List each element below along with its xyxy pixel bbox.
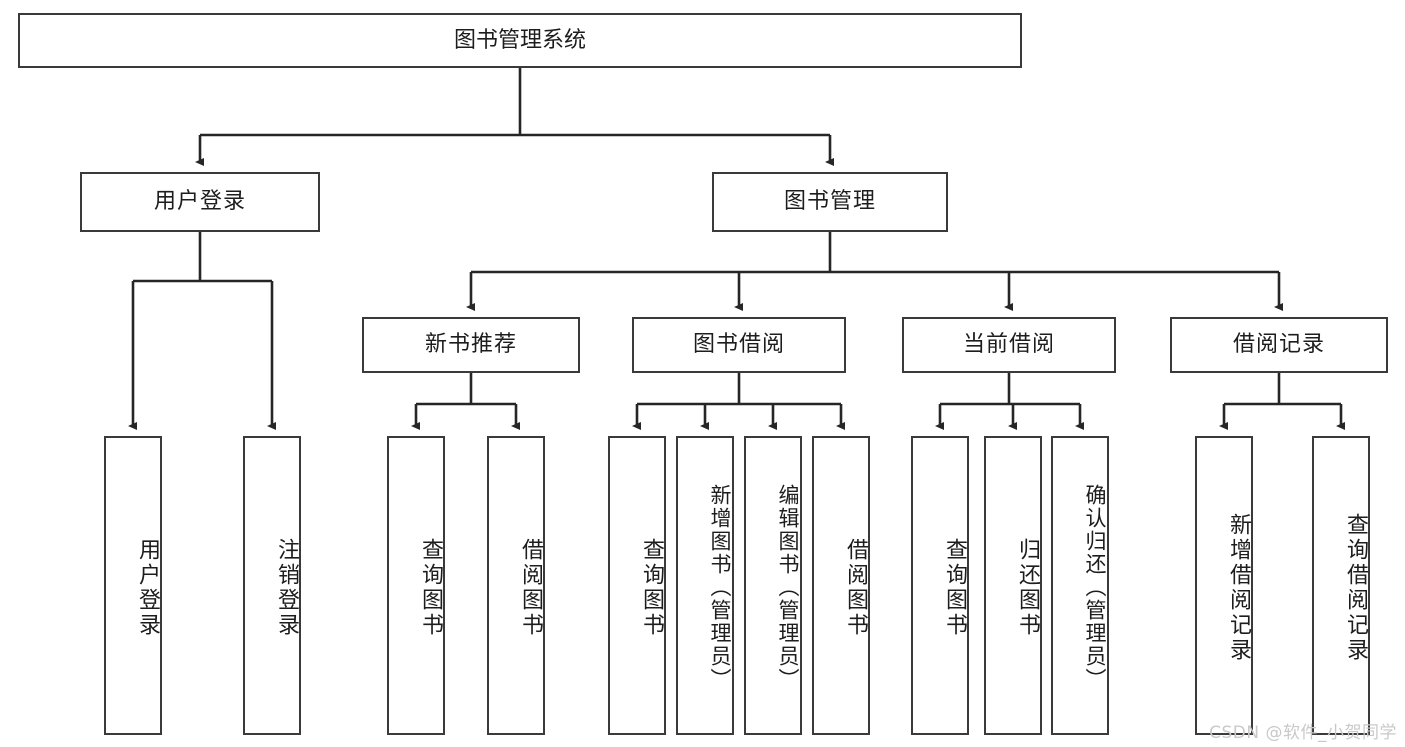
- node-book-borrow[interactable]: 图书借阅: [632, 317, 846, 373]
- node-leaf-borrow-book[interactable]: 借阅图书: [812, 436, 870, 735]
- watermark: CSDN @软件_小贺同学: [1209, 723, 1397, 743]
- node-root-label: 图书管理系统: [453, 27, 586, 53]
- node-leaf-edit-book[interactable]: 编辑图书（管理员）: [744, 436, 802, 735]
- node-leaf-user-login[interactable]: 用户登录: [104, 436, 162, 735]
- node-leaf-query-book-recommend-label: 查询图书: [418, 537, 443, 638]
- node-leaf-return-book-label: 归还图书: [1015, 537, 1040, 638]
- node-leaf-confirm-return[interactable]: 确认归还（管理员）: [1051, 436, 1109, 735]
- node-leaf-add-book-label: 新增图书（管理员）: [708, 484, 732, 691]
- node-leaf-query-book-borrow-label: 查询图书: [639, 537, 664, 638]
- node-book-borrow-label: 图书借阅: [692, 332, 785, 358]
- node-user-login-label: 用户登录: [153, 189, 246, 215]
- node-leaf-borrow-book-label: 借阅图书: [843, 537, 868, 638]
- node-current-borrow-label: 当前借阅: [962, 332, 1055, 358]
- node-current-borrow[interactable]: 当前借阅: [902, 317, 1116, 373]
- node-borrow-record-label: 借阅记录: [1232, 332, 1325, 358]
- node-leaf-add-borrow-record[interactable]: 新增借阅记录: [1195, 436, 1253, 735]
- node-leaf-return-book[interactable]: 归还图书: [984, 436, 1042, 735]
- node-leaf-query-book-current-label: 查询图书: [942, 537, 967, 638]
- node-book-manage-label: 图书管理: [783, 189, 876, 215]
- node-leaf-query-borrow-record-label: 查询借阅记录: [1343, 512, 1368, 663]
- node-new-book-recommend-label: 新书推荐: [424, 332, 517, 358]
- node-leaf-query-borrow-record[interactable]: 查询借阅记录: [1312, 436, 1370, 735]
- node-root[interactable]: 图书管理系统: [18, 13, 1022, 68]
- node-leaf-query-book-recommend[interactable]: 查询图书: [387, 436, 445, 735]
- node-leaf-query-book-current[interactable]: 查询图书: [911, 436, 969, 735]
- node-leaf-add-borrow-record-label: 新增借阅记录: [1226, 512, 1251, 663]
- node-leaf-logout[interactable]: 注销登录: [243, 436, 301, 735]
- node-user-login[interactable]: 用户登录: [80, 172, 320, 232]
- node-new-book-recommend[interactable]: 新书推荐: [362, 317, 580, 373]
- node-book-manage[interactable]: 图书管理: [712, 172, 948, 232]
- node-borrow-record[interactable]: 借阅记录: [1170, 317, 1388, 373]
- node-leaf-confirm-return-label: 确认归还（管理员）: [1083, 484, 1107, 691]
- node-leaf-query-book-borrow[interactable]: 查询图书: [608, 436, 666, 735]
- node-leaf-borrow-book-recommend-label: 借阅图书: [518, 537, 543, 638]
- node-leaf-add-book[interactable]: 新增图书（管理员）: [676, 436, 734, 735]
- node-leaf-edit-book-label: 编辑图书（管理员）: [776, 484, 800, 691]
- node-leaf-user-login-label: 用户登录: [135, 537, 160, 638]
- node-leaf-borrow-book-recommend[interactable]: 借阅图书: [487, 436, 545, 735]
- node-leaf-logout-label: 注销登录: [274, 537, 299, 638]
